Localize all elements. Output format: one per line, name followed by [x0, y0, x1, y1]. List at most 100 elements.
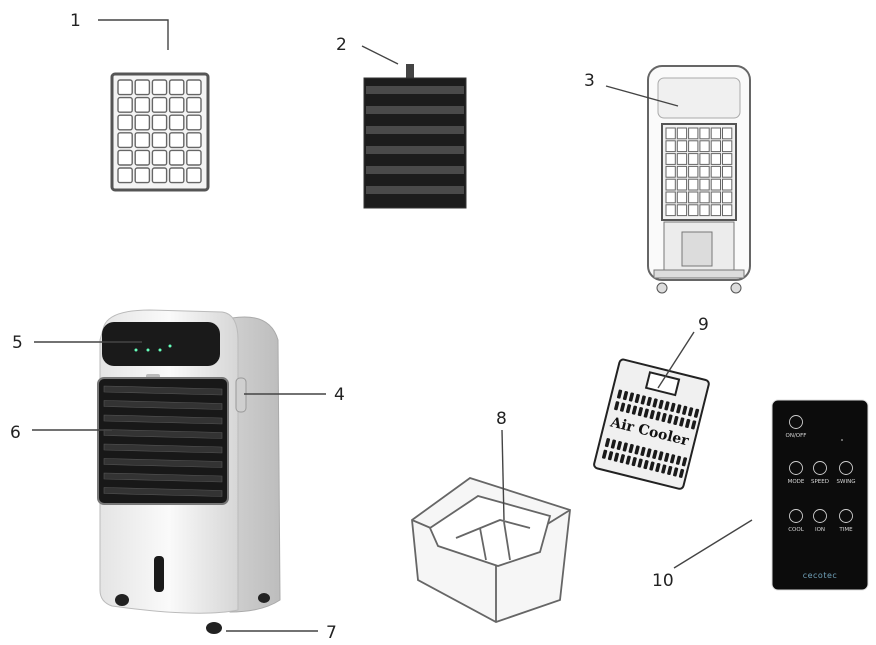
pleat: [366, 106, 464, 114]
grid-cell: [134, 96, 151, 113]
remote-cool-button[interactable]: COOL: [788, 509, 805, 534]
rib: [637, 458, 643, 468]
rib: [631, 405, 638, 415]
speed-icon: [813, 461, 827, 475]
rib: [652, 398, 658, 408]
rib: [602, 449, 608, 459]
part-3-rear-view: [647, 65, 751, 294]
snowflake-icon: [789, 509, 803, 523]
grid-cell: [722, 153, 733, 165]
rib: [673, 467, 679, 477]
louver-panel: [97, 377, 229, 505]
grid-cell: [151, 167, 168, 184]
rib: [667, 465, 673, 476]
grid-cell: [676, 153, 688, 165]
remote-indicator: [841, 439, 843, 441]
louver: [103, 443, 223, 454]
remote-button-label: SPEED: [811, 479, 829, 485]
rib: [625, 404, 632, 414]
rib: [637, 407, 643, 417]
grid-cell: [676, 140, 688, 153]
callout-3: 3: [584, 71, 595, 91]
remote-time-button[interactable]: TIME: [838, 509, 853, 534]
grid-cell: [688, 165, 699, 178]
remote-onoff-button[interactable]: ON/OFF: [786, 415, 807, 440]
remote-speed-button[interactable]: SPEED: [811, 461, 829, 486]
air-louvers: [103, 385, 223, 497]
grid-cell: [134, 79, 151, 96]
callout-5: 5: [12, 333, 23, 353]
remote-brand: cecotec: [803, 571, 838, 580]
rib: [622, 391, 629, 401]
grid-cell: [134, 149, 151, 166]
rib: [664, 401, 670, 411]
ion-filter-ribs: [602, 389, 700, 478]
grid-cell: [117, 114, 133, 131]
louver: [103, 472, 223, 483]
grid-cell: [186, 149, 202, 166]
grid-cell: [676, 165, 688, 178]
rib: [688, 407, 694, 417]
rib: [673, 415, 679, 426]
ion-icon: [813, 509, 827, 523]
grid-cell: [134, 114, 151, 131]
grid-cell: [699, 153, 710, 165]
remote-ion-button[interactable]: ION: [813, 509, 827, 534]
remote-mode-button[interactable]: MODE: [788, 461, 805, 486]
timer-icon: [839, 509, 853, 523]
grid-cell: [665, 140, 676, 153]
rib: [685, 418, 691, 428]
grid-cell: [168, 114, 185, 131]
grid-cell: [134, 132, 151, 149]
remote-button-label: SWING: [837, 479, 856, 485]
rib: [661, 464, 667, 474]
grid-cell: [688, 204, 699, 217]
rib: [655, 462, 661, 473]
part-9-ion-filter: Air Cooler: [593, 358, 710, 490]
grid-cell: [676, 178, 688, 191]
grid-cell: [117, 132, 133, 149]
callout-7: 7: [326, 623, 337, 643]
rib: [617, 389, 623, 399]
pleat: [366, 126, 464, 134]
grid-cell: [665, 204, 676, 217]
control-panel: [102, 322, 220, 366]
rib: [646, 396, 652, 407]
grid-cell: [688, 178, 699, 191]
grid-cell: [665, 165, 676, 178]
rib: [693, 408, 700, 418]
rib: [681, 457, 688, 467]
rib: [643, 460, 649, 470]
grid-cell: [186, 167, 202, 184]
swing-icon: [839, 461, 853, 475]
grid-cell: [710, 204, 722, 217]
rib: [676, 404, 682, 414]
rib: [628, 392, 635, 402]
control-panel-leds: [134, 344, 172, 352]
louver: [103, 487, 223, 497]
remote-swing-button[interactable]: SWING: [837, 461, 856, 486]
rib: [675, 455, 682, 465]
grid-cell: [168, 132, 185, 149]
remote-button-label: TIME: [838, 527, 853, 533]
rib: [643, 408, 649, 418]
rib: [649, 410, 655, 420]
callout-10: 10: [652, 571, 674, 591]
grid-cell: [710, 127, 722, 140]
grid-cell: [665, 127, 676, 140]
louver: [103, 414, 223, 425]
rib: [678, 468, 685, 478]
water-level-window: [154, 556, 164, 592]
grid-cell: [168, 167, 185, 184]
grid-cell: [117, 167, 133, 184]
grid-cell: [688, 140, 699, 153]
pleat: [366, 166, 464, 174]
rib: [616, 440, 622, 451]
grid-cell: [722, 191, 733, 204]
callout-numbers: 1 2 3 4 5 6 7 8 9 10: [10, 11, 709, 643]
grid-cell: [710, 140, 722, 153]
rib: [670, 454, 676, 464]
grid-cell: [699, 191, 710, 204]
rib: [604, 438, 611, 448]
grid-cell: [665, 153, 676, 165]
